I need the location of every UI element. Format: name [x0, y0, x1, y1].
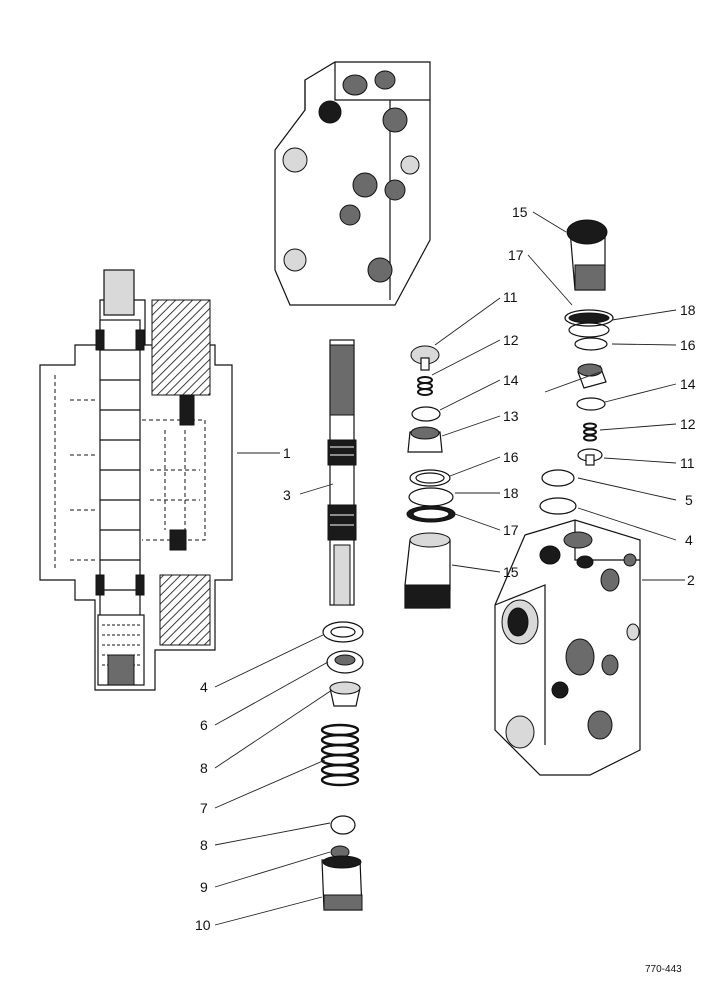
- callout-16-left: 16: [503, 449, 519, 465]
- leader-lines: [214, 211, 685, 926]
- relief-valve-parts-left: [404, 345, 456, 609]
- callout-14-left: 14: [503, 372, 519, 388]
- callout-6: 6: [200, 717, 208, 733]
- callout-2: 2: [687, 572, 695, 588]
- callout-8-lower: 8: [200, 837, 208, 853]
- callout-3: 3: [283, 487, 291, 503]
- callout-4-left: 4: [200, 679, 208, 695]
- spool-part: [327, 339, 357, 606]
- spring-stack-parts: [320, 621, 364, 911]
- callout-18-left: 18: [503, 485, 519, 501]
- callout-labels: 1 2 3 4 4 5 6 7 8 8 9 10 11 11 12 12 13 …: [195, 204, 696, 933]
- callout-18-right: 18: [680, 302, 696, 318]
- callout-17-middle: 17: [503, 522, 519, 538]
- callout-11-right: 11: [680, 455, 695, 471]
- callout-7: 7: [200, 800, 208, 816]
- valve-section-view: [39, 269, 233, 691]
- callout-8-upper: 8: [200, 760, 208, 776]
- callout-13: 13: [503, 408, 519, 424]
- callout-12-left: 12: [503, 332, 519, 348]
- callout-14-right: 14: [680, 376, 696, 392]
- callout-5: 5: [685, 492, 693, 508]
- callout-4-right: 4: [685, 532, 693, 548]
- callout-9: 9: [200, 879, 208, 895]
- callout-15-middle: 15: [503, 564, 519, 580]
- callout-10: 10: [195, 917, 211, 933]
- valve-body-housing: [494, 519, 641, 776]
- upper-valve-body: [274, 61, 431, 306]
- callout-11-left: 11: [503, 289, 518, 305]
- figure-code: 770-443: [645, 964, 682, 975]
- callout-16-right: 16: [680, 337, 696, 353]
- callout-15-top: 15: [512, 204, 528, 220]
- callout-17-top: 17: [508, 247, 524, 263]
- relief-valve-parts-right: [539, 219, 614, 515]
- callout-1: 1: [283, 445, 291, 461]
- callout-12-right: 12: [680, 416, 696, 432]
